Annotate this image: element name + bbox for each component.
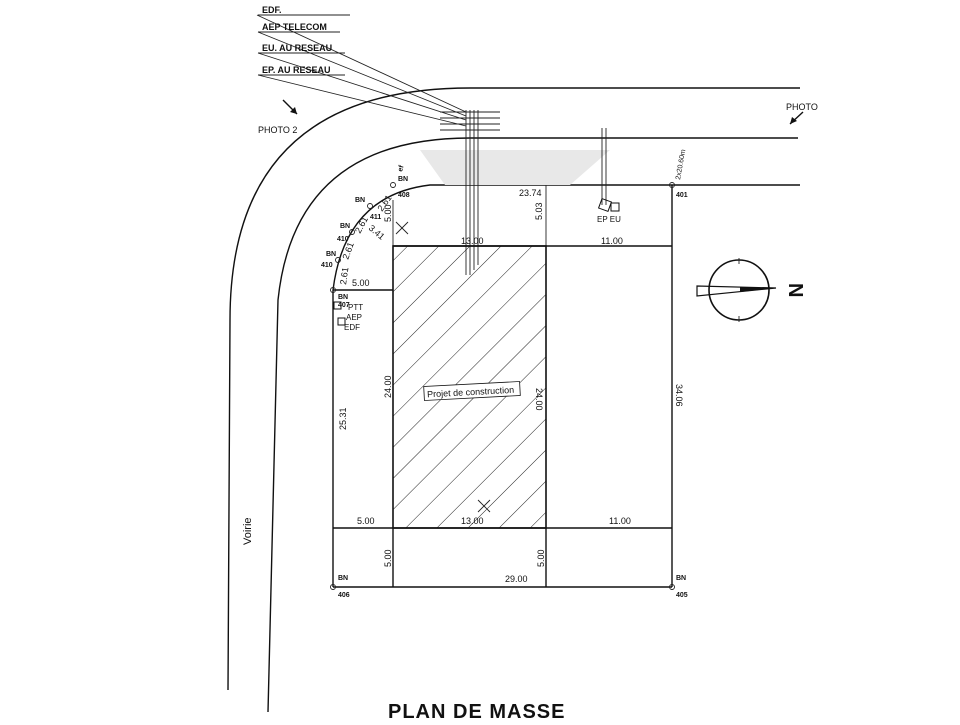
photo-2-label: PHOTO 2 — [258, 125, 297, 135]
dim-building-left: 24.00 — [383, 375, 393, 398]
dim-arc-4: 2.61 — [338, 267, 350, 286]
point-number: 408 — [398, 192, 410, 199]
network-area: EDF. AEP TELECOM EU. AU RESEAU EP. AU RE… — [256, 5, 610, 275]
dim-left-side: 25.31 — [338, 407, 348, 430]
point-number: 411 — [370, 214, 381, 221]
point-marker — [330, 584, 336, 590]
point-code: BN — [355, 197, 365, 204]
point-marker — [330, 287, 336, 293]
point-marker — [335, 257, 341, 263]
point-code: BN — [398, 176, 408, 183]
point-code: BN — [338, 575, 348, 582]
north-label: N — [784, 283, 806, 297]
point-number: 405 — [676, 592, 688, 599]
road-label: Voirie — [242, 517, 254, 545]
point-code: BN — [338, 294, 348, 301]
point-marker — [669, 182, 675, 188]
network-label-edf: EDF. — [262, 5, 282, 15]
dim-building-right: 24.00 — [534, 388, 544, 411]
photo-right-label: PHOTO — [786, 102, 818, 112]
dim-top-length: 23.74 — [519, 188, 542, 198]
point-number: 410 — [321, 262, 333, 269]
road-outlines — [227, 87, 800, 713]
edf-label: EDF — [344, 323, 360, 332]
dim-bottom-right-strip: 11.00 — [609, 516, 631, 526]
building-footprint: Projet de construction — [392, 221, 547, 529]
dim-top-offset: 5.03 — [534, 202, 544, 220]
network-label-aep-telecom: AEP TELECOM — [262, 22, 327, 32]
point-marker — [349, 229, 355, 235]
north-arrow: N — [696, 258, 806, 322]
dim-building-bottom: 13.00 — [461, 516, 484, 526]
dim-arc-offset: 5.00 — [383, 204, 393, 222]
point-code: BN — [676, 575, 686, 582]
network-label-eu: EU. AU RESEAU — [262, 43, 332, 53]
utility-boxes: EP EU PTT AEP EDF — [333, 197, 621, 332]
arc-tag: ef — [397, 164, 406, 172]
road-setback-line — [332, 184, 800, 291]
ep-eu-label: EP EU — [597, 215, 621, 224]
point-number: 406 — [338, 592, 350, 599]
dim-right-top: 11.00 — [601, 236, 623, 246]
aep-label: AEP — [346, 313, 362, 322]
dimension-labels: 23.74 5.03 5.00 3.41 13.00 11.00 2.61 2.… — [338, 188, 684, 584]
point-code: BN — [326, 251, 336, 258]
dim-building-top: 13.00 — [461, 236, 484, 246]
boundary-points: BN 408 401 BN 411 BN 410 BN 410 ef BN 40… — [321, 164, 688, 599]
road-outer-edge — [227, 87, 800, 691]
point-number: 410 — [337, 236, 349, 243]
point-number: 401 — [676, 192, 688, 199]
dim-arc-3: 2.61 — [340, 241, 355, 261]
dim-bottom-total: 29.00 — [505, 574, 528, 584]
building-label: Projet de construction — [427, 385, 514, 400]
point-marker — [669, 584, 675, 590]
connection-zone — [420, 150, 610, 185]
dim-arc-2: 2.61 — [353, 215, 370, 235]
dim-lower-mid: 5.00 — [536, 549, 546, 567]
network-label-ep: EP. AU RESEAU — [262, 65, 331, 75]
dim-left-strip: 5.00 — [352, 278, 370, 288]
plan-title: PLAN DE MASSE — [388, 701, 565, 723]
point-marker — [367, 203, 373, 209]
dim-lower-left: 5.00 — [383, 549, 393, 567]
point-code: BN — [340, 223, 350, 230]
point-number: 407 — [338, 302, 350, 309]
compass-needle — [696, 285, 777, 297]
point-marker — [390, 182, 396, 188]
ptt-label: PTT — [348, 303, 363, 312]
dim-bottom-left-strip: 5.00 — [357, 516, 375, 526]
dim-arc-segment: 3.41 — [367, 223, 387, 242]
dim-right-side: 34.06 — [674, 384, 684, 407]
road-dimension: 2x20.60m — [675, 149, 687, 181]
road-inner-edge — [267, 137, 798, 713]
